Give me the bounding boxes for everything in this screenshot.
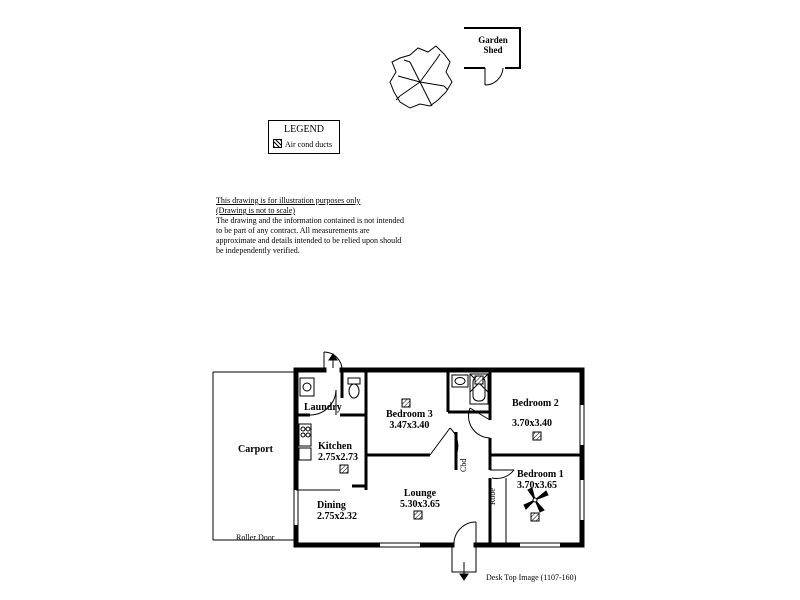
room-laundry: Laundry bbox=[304, 402, 342, 413]
shed-label-line2: Shed bbox=[483, 45, 503, 55]
room-kitchen-name: Kitchen bbox=[318, 441, 352, 452]
room-dining: Dining 2.75x2.32 bbox=[317, 500, 357, 522]
window-lines bbox=[293, 405, 585, 548]
legend-row: Air cond ducts bbox=[273, 139, 332, 150]
room-bedroom2: Bedroom 2 3.70x3.40 bbox=[512, 398, 559, 429]
garden-shed bbox=[464, 27, 521, 86]
carport-outline bbox=[212, 371, 296, 541]
air-duct-icon bbox=[413, 510, 423, 520]
room-carport: Carport bbox=[238, 444, 273, 455]
cbd-label: Cbd bbox=[459, 458, 468, 472]
air-duct-icon bbox=[339, 464, 349, 474]
room-bedroom1-name: Bedroom 1 bbox=[517, 469, 564, 480]
tree-icon bbox=[389, 45, 453, 109]
air-duct-icon bbox=[273, 139, 282, 148]
legend-box: LEGEND Air cond ducts bbox=[268, 120, 340, 154]
fixtures bbox=[298, 373, 489, 461]
shed-label-line1: Garden bbox=[478, 35, 508, 45]
interior-walls bbox=[296, 370, 582, 545]
room-dining-name: Dining bbox=[317, 500, 346, 511]
air-duct-icon bbox=[401, 398, 411, 408]
footer-label: Desk Top Image (1107-160) bbox=[486, 573, 577, 582]
room-lounge-dims: 5.30x3.65 bbox=[400, 499, 440, 510]
room-bedroom1: Bedroom 1 3.70x3.65 bbox=[517, 469, 564, 491]
robe-label: Robe bbox=[488, 488, 497, 505]
legend-item-label: Air cond ducts bbox=[285, 140, 333, 149]
room-kitchen-dims: 2.75x2.73 bbox=[318, 452, 358, 463]
room-bedroom3-name: Bedroom 3 bbox=[386, 409, 433, 420]
shed-label: Garden Shed bbox=[478, 35, 508, 55]
room-lounge-name: Lounge bbox=[403, 488, 437, 499]
room-bedroom3: Bedroom 3 3.47x3.40 bbox=[386, 409, 433, 431]
air-duct-icon bbox=[532, 431, 542, 441]
room-bedroom2-dims: 3.70x3.40 bbox=[512, 418, 552, 429]
room-bedroom1-dims: 3.70x3.65 bbox=[517, 480, 557, 491]
disclaimer: This drawing is for illustration purpose… bbox=[216, 196, 406, 256]
legend-title: LEGEND bbox=[284, 124, 324, 135]
roller-door-label: Roller Door bbox=[236, 533, 275, 542]
air-duct-markers bbox=[339, 375, 542, 522]
disclaimer-line2: (Drawing is not to scale) bbox=[216, 206, 296, 215]
air-duct-icon bbox=[530, 512, 540, 522]
air-duct-icon bbox=[474, 375, 484, 385]
disclaimer-line1: This drawing is for illustration purpose… bbox=[216, 196, 361, 205]
room-lounge: Lounge 5.30x3.65 bbox=[400, 488, 440, 510]
disclaimer-body: The drawing and the information containe… bbox=[216, 216, 404, 255]
front-porch bbox=[451, 545, 477, 573]
windows bbox=[294, 405, 584, 547]
door-swings bbox=[309, 351, 515, 546]
room-bedroom3-dims: 3.47x3.40 bbox=[389, 420, 430, 431]
room-dining-dims: 2.75x2.32 bbox=[317, 511, 357, 522]
room-bedroom2-name: Bedroom 2 bbox=[512, 398, 559, 409]
entry-arrows bbox=[328, 353, 469, 581]
ceiling-fan-icon bbox=[523, 487, 549, 513]
room-kitchen: Kitchen 2.75x2.73 bbox=[318, 441, 358, 463]
